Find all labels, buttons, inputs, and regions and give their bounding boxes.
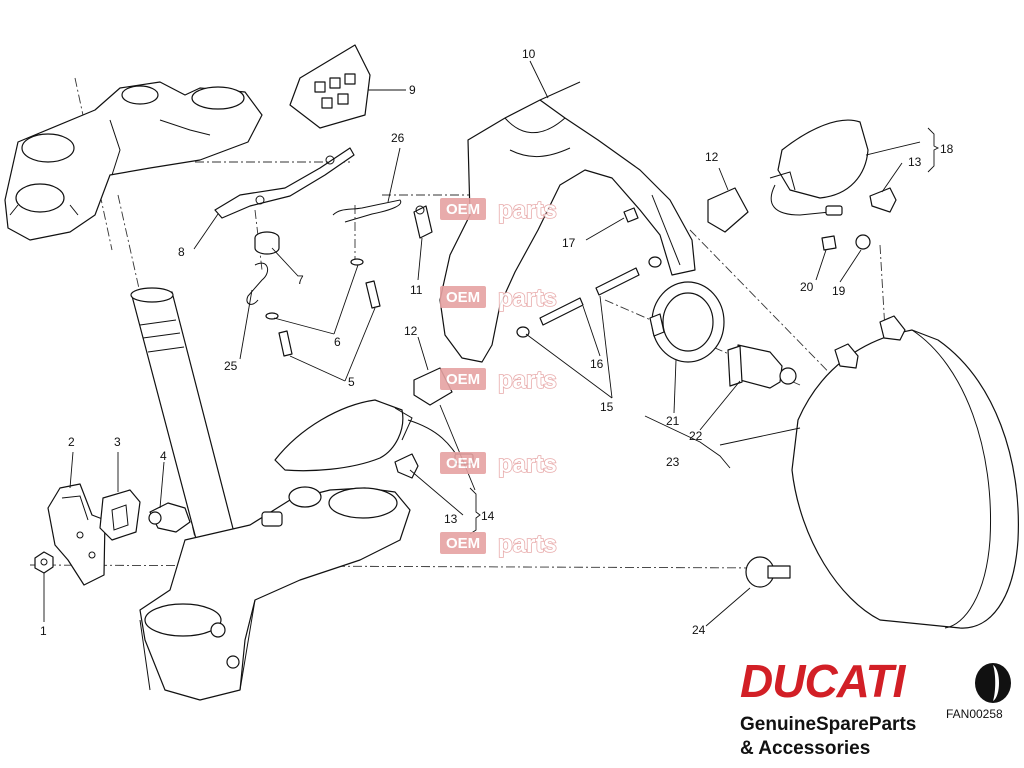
callout-8: 8 [178,245,185,259]
watermark-parts-text: parts [498,451,557,478]
callout-3: 3 [114,435,121,449]
callout-19: 19 [832,284,846,298]
upper-triple-clamp [4,81,263,241]
callout-26: 26 [391,131,405,145]
brand-block: DUCATI GenuineSpareParts & Accessories [740,652,1011,762]
callout-10: 10 [522,47,536,61]
callout-11: 11 [410,283,423,297]
watermark-oem-text: OEM [446,455,480,472]
callout-22: 22 [689,429,703,443]
watermark-5: OEM parts [440,530,557,559]
watermark-oem-text: OEM [446,535,480,552]
relay-9 [289,44,371,129]
watermark-4: OEM parts [440,450,557,479]
callout-20: 20 [800,280,814,294]
brand-tagline-line-1: GenuineSpareParts [740,714,917,735]
grommet-3 [99,489,141,541]
bulb-holder-21 [649,281,725,363]
watermark-oem-text: OEM [446,289,480,306]
hardware-19-20 [821,234,871,251]
callout-7: 7 [297,273,304,287]
callout-1: 1 [40,624,47,638]
callout-6: 6 [334,335,341,349]
watermark-2: OEM parts [440,284,557,313]
bulb-socket-11 [413,205,433,239]
ducati-emblem-icon [975,663,1011,703]
bulb-22 [727,344,797,389]
steering-stem [130,287,239,555]
callout-16: 16 [590,357,604,371]
watermark-parts-text: parts [498,531,557,558]
callout-13-lower: 13 [444,512,458,526]
watermark-parts-text: parts [498,285,557,312]
nut-1 [34,551,54,574]
callout-23: 23 [666,455,680,469]
leader-lines [43,60,940,627]
callout-9: 9 [409,83,416,97]
connector-4 [148,502,191,533]
callout-12-upper: 12 [705,150,719,164]
callout-12-lower: 12 [404,324,418,338]
spacer-24 [745,556,791,588]
callout-24: 24 [692,623,706,637]
bracket-8 [214,147,355,219]
bracket-2 [47,483,106,586]
callout-17: 17 [562,236,576,250]
watermark-parts-text: parts [498,197,557,224]
callout-2: 2 [68,435,75,449]
callout-21: 21 [666,414,680,428]
callout-18: 18 [940,142,954,156]
callout-25: 25 [224,359,238,373]
callout-labels: 1 2 3 4 5 6 7 8 9 10 11 12 12 13 13 14 1… [40,47,954,638]
brand-tagline-line-2: & Accessories [740,738,871,759]
watermark-oem-text: OEM [446,371,480,388]
turn-signal-18 [769,119,869,216]
screws-5-6 [265,258,381,357]
callout-5: 5 [348,375,355,389]
ducati-logo: DUCATI [740,655,905,707]
callout-4: 4 [160,449,167,463]
clip-26 [332,199,402,223]
lower-triple-clamp [139,486,411,701]
watermark-parts-text: parts [498,367,557,394]
headlight-23 [791,315,1019,629]
callout-14: 14 [481,509,495,523]
watermark-3: OEM parts [440,366,557,395]
callout-13-upper: 13 [908,155,922,169]
callout-15: 15 [600,400,614,414]
headlight-fairing-10 [439,81,696,363]
drawing-code: FAN00258 [946,707,1003,721]
watermark-oem-text: OEM [446,201,480,218]
grommet-7 [254,231,280,255]
watermark-1: OEM parts [440,196,557,225]
watermark: OEM parts OEM parts OEM parts OEM parts … [440,196,557,559]
clip-25 [246,262,269,305]
